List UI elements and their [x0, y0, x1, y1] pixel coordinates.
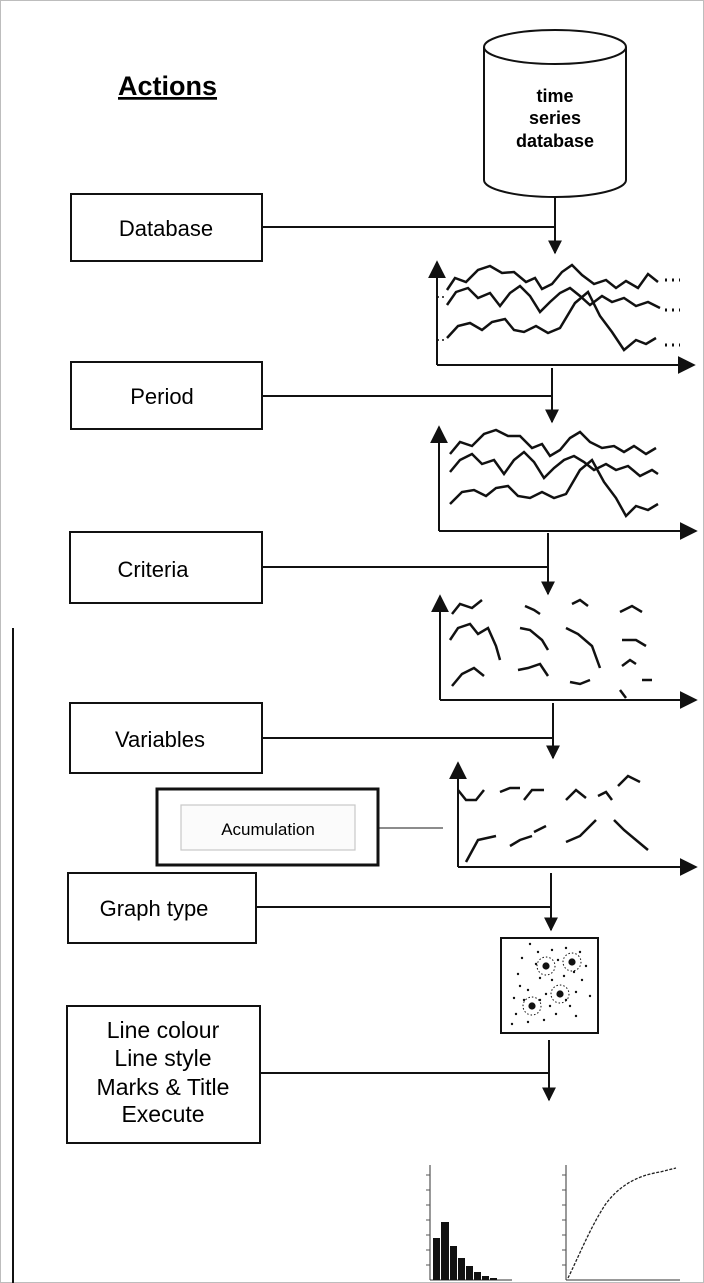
action-box-final[interactable]	[66, 1005, 261, 1144]
action-period-label: Period	[130, 384, 194, 409]
action-final-line2: Line style	[114, 1045, 211, 1071]
histogram-thumbnail-icon	[426, 1165, 512, 1281]
accumulation-button-label: Acumulation	[221, 820, 315, 839]
action-box-variables[interactable]	[69, 702, 263, 774]
accumulation-button[interactable]	[155, 787, 380, 867]
database-label-line1: time	[536, 86, 573, 106]
action-final-line3: Marks & Title	[97, 1074, 230, 1100]
database-label-line2: series	[529, 108, 581, 128]
series-plot-full-icon	[428, 260, 696, 374]
series-plot-criteria-icon	[431, 594, 698, 709]
action-box-database[interactable]	[70, 193, 263, 262]
database-label-line3: database	[516, 131, 594, 151]
action-database-label: Database	[119, 216, 213, 241]
action-final-line1: Line colour	[107, 1017, 220, 1043]
action-graph-type-label: Graph type	[100, 896, 209, 921]
action-box-graph-type[interactable]	[67, 872, 257, 944]
scatter-plot-thumbnail-icon	[500, 937, 599, 1034]
action-criteria-label: Criteria	[118, 557, 190, 582]
series-plot-variables-icon	[449, 761, 698, 876]
series-plot-period-icon	[430, 425, 698, 540]
cumulative-curve-thumbnail-icon	[562, 1165, 680, 1281]
actions-title: Actions	[118, 71, 217, 101]
action-variables-label: Variables	[115, 727, 205, 752]
action-box-criteria[interactable]	[69, 531, 263, 604]
action-box-period[interactable]	[70, 361, 263, 430]
action-final-line4: Execute	[121, 1101, 204, 1127]
